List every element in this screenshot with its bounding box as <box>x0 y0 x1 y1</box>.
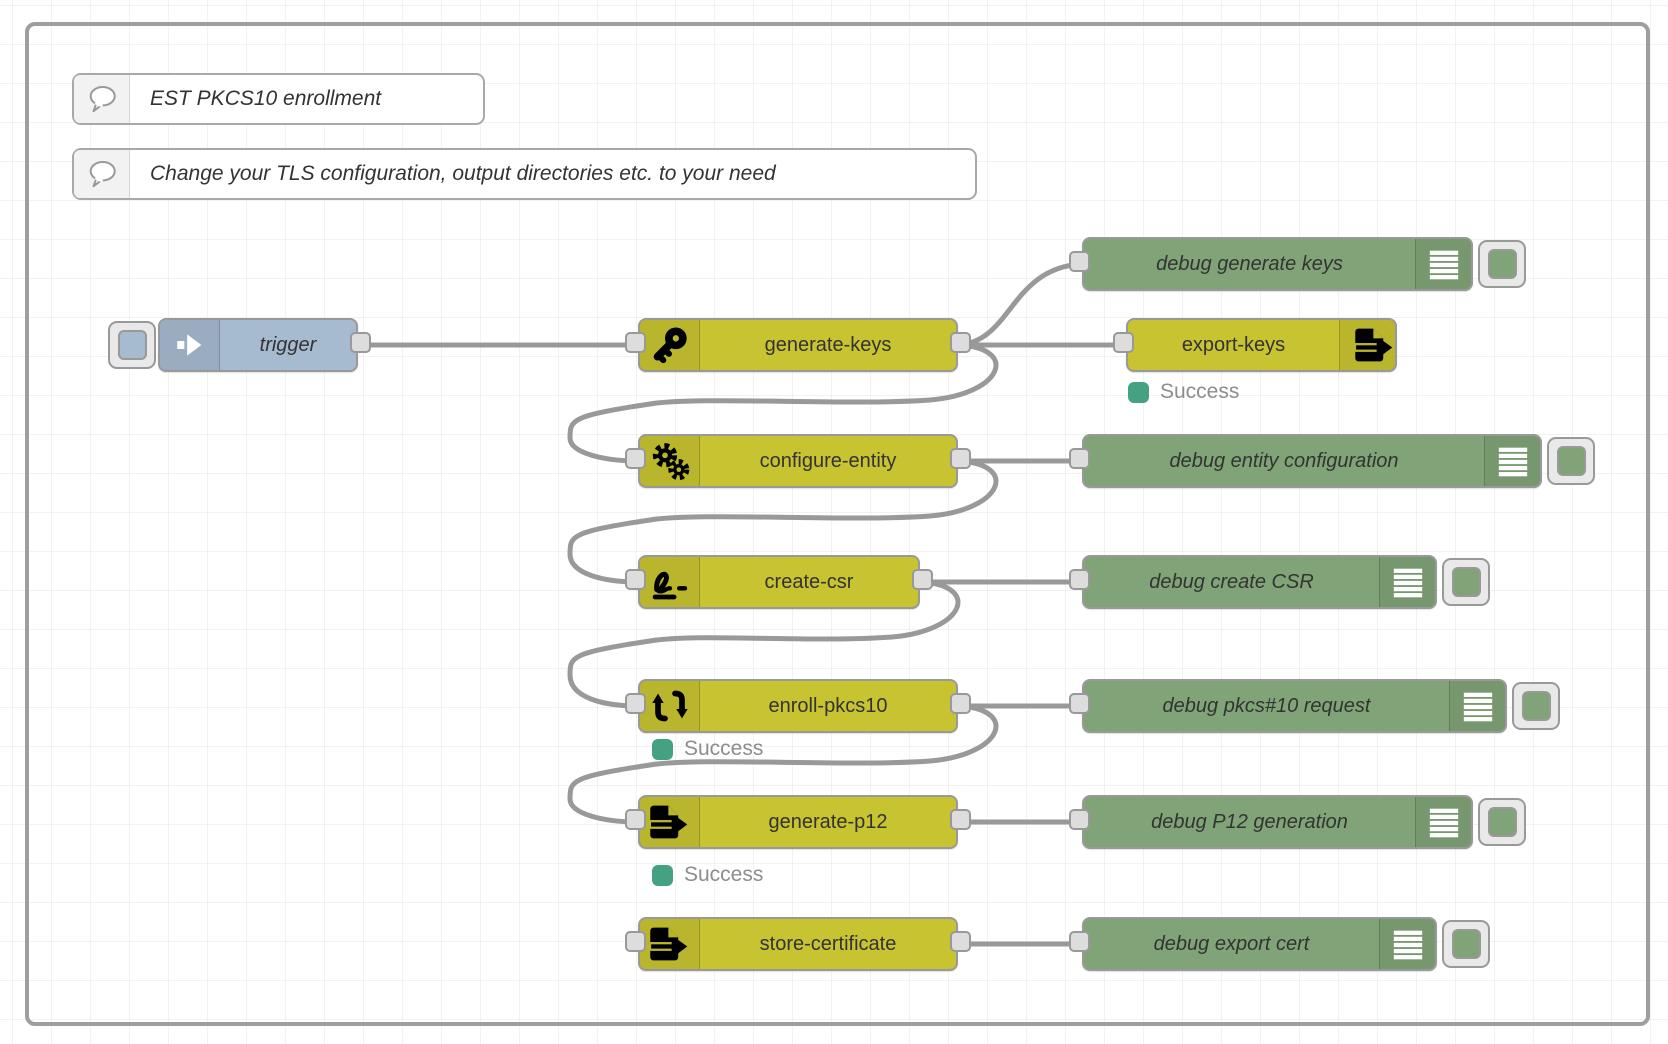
wire-enroll-pkcs10-to-generate-p12[interactable] <box>567 703 999 825</box>
node-label: create-csr <box>764 570 854 593</box>
node-label: trigger <box>259 333 317 356</box>
port-in-debug-create-csr[interactable] <box>1069 569 1090 590</box>
debug-lines-icon <box>1449 681 1505 731</box>
wire-create-csr-to-enroll-pkcs10[interactable] <box>567 579 961 709</box>
comment-bubble-icon <box>74 150 130 198</box>
node-create-csr[interactable]: create-csr <box>625 555 933 609</box>
node-label: debug pkcs#10 request <box>1162 694 1371 717</box>
node-label: debug export cert <box>1153 932 1310 955</box>
node-label: debug P12 generation <box>1151 810 1348 833</box>
comment-node-title[interactable]: EST PKCS10 enrollment <box>72 73 485 125</box>
file-export-icon <box>1339 320 1395 370</box>
port-in-debug-p12-generation[interactable] <box>1069 809 1090 830</box>
port-out-enroll-pkcs10[interactable] <box>950 693 971 714</box>
wire-configure-entity-to-create-csr[interactable] <box>567 458 999 585</box>
node-label: store-certificate <box>759 932 897 955</box>
port-out-store-certificate[interactable] <box>950 931 971 952</box>
debug-toggle-button[interactable] <box>1547 437 1595 485</box>
inject-button[interactable] <box>108 321 156 369</box>
comment-label: EST PKCS10 enrollment <box>150 87 382 110</box>
status-dot <box>652 864 673 886</box>
node-label: enroll-pkcs10 <box>768 694 888 717</box>
node-debug-create-csr[interactable]: debug create CSR <box>1069 555 1490 609</box>
debug-toggle-button[interactable] <box>1442 920 1490 968</box>
debug-lines-icon <box>1379 557 1435 607</box>
node-label: debug create CSR <box>1149 570 1314 593</box>
port-in-debug-export-cert[interactable] <box>1069 931 1090 952</box>
port-out-generate-keys[interactable] <box>950 332 971 353</box>
status-text: Success <box>1160 380 1240 403</box>
node-label: generate-p12 <box>768 810 888 833</box>
node-enroll-pkcs10[interactable]: enroll-pkcs10 <box>625 679 971 733</box>
comment-bubble-icon <box>74 75 130 123</box>
key-icon <box>640 320 700 370</box>
file-export-icon <box>640 919 700 969</box>
signature-icon <box>640 557 700 607</box>
port-out-create-csr[interactable] <box>912 569 933 590</box>
status-dot <box>1128 381 1149 403</box>
node-label: export-keys <box>1181 333 1286 356</box>
debug-lines-icon <box>1379 919 1435 969</box>
port-in-create-csr[interactable] <box>625 569 646 590</box>
repeat-icon <box>640 681 700 731</box>
cogs-icon <box>640 436 700 486</box>
port-in-debug-pkcs10-request[interactable] <box>1069 693 1090 714</box>
node-status-export-keys: Success <box>1128 380 1240 403</box>
debug-toggle-button[interactable] <box>1478 798 1526 846</box>
node-debug-export-cert[interactable]: debug export cert <box>1069 917 1490 971</box>
node-trigger[interactable]: trigger <box>108 318 371 372</box>
port-in-debug-entity-configuration[interactable] <box>1069 448 1090 469</box>
status-text: Success <box>684 737 764 760</box>
port-in-enroll-pkcs10[interactable] <box>625 693 646 714</box>
debug-lines-icon <box>1415 239 1471 289</box>
debug-lines-icon <box>1484 436 1540 486</box>
comment-node-instructions[interactable]: Change your TLS configuration, output di… <box>72 148 977 200</box>
port-in-generate-p12[interactable] <box>625 809 646 830</box>
node-label: configure-entity <box>759 449 897 472</box>
wire-generate-keys-to-debug-generate-keys[interactable] <box>957 261 1083 348</box>
debug-toggle-button[interactable] <box>1512 682 1560 730</box>
debug-toggle-button[interactable] <box>1478 240 1526 288</box>
node-status-generate-p12: Success <box>652 863 764 886</box>
node-label: debug entity configuration <box>1169 449 1399 472</box>
wire-generate-keys-to-configure-entity[interactable] <box>567 342 999 464</box>
node-configure-entity[interactable]: configure-entity <box>625 434 971 488</box>
node-debug-generate-keys[interactable]: debug generate keys <box>1069 237 1526 291</box>
port-out-configure-entity[interactable] <box>950 448 971 469</box>
port-in-store-certificate[interactable] <box>625 931 646 952</box>
port-in-generate-keys[interactable] <box>625 332 646 353</box>
debug-lines-icon <box>1415 797 1471 847</box>
node-label: debug generate keys <box>1156 252 1343 275</box>
port-in-configure-entity[interactable] <box>625 448 646 469</box>
debug-toggle-button[interactable] <box>1442 558 1490 606</box>
status-text: Success <box>684 863 764 886</box>
node-debug-pkcs10-request[interactable]: debug pkcs#10 request <box>1069 679 1560 733</box>
node-debug-p12-generation[interactable]: debug P12 generation <box>1069 795 1526 849</box>
node-debug-entity-configuration[interactable]: debug entity configuration <box>1069 434 1595 488</box>
port-out-generate-p12[interactable] <box>950 809 971 830</box>
status-dot <box>652 738 673 760</box>
node-generate-keys[interactable]: generate-keys <box>625 318 971 372</box>
node-export-keys[interactable]: export-keys <box>1113 318 1397 372</box>
file-export-icon <box>640 797 700 847</box>
node-status-enroll-pkcs10: Success <box>652 737 764 760</box>
inject-arrow-icon <box>160 320 220 370</box>
node-store-certificate[interactable]: store-certificate <box>625 917 971 971</box>
node-generate-p12[interactable]: generate-p12 <box>625 795 971 849</box>
port-out-trigger[interactable] <box>350 332 371 353</box>
port-in-debug-generate-keys[interactable] <box>1069 251 1090 272</box>
flow-group-outline <box>25 22 1650 1026</box>
node-label: generate-keys <box>764 333 892 356</box>
comment-label: Change your TLS configuration, output di… <box>150 162 776 185</box>
port-in-export-keys[interactable] <box>1113 332 1134 353</box>
